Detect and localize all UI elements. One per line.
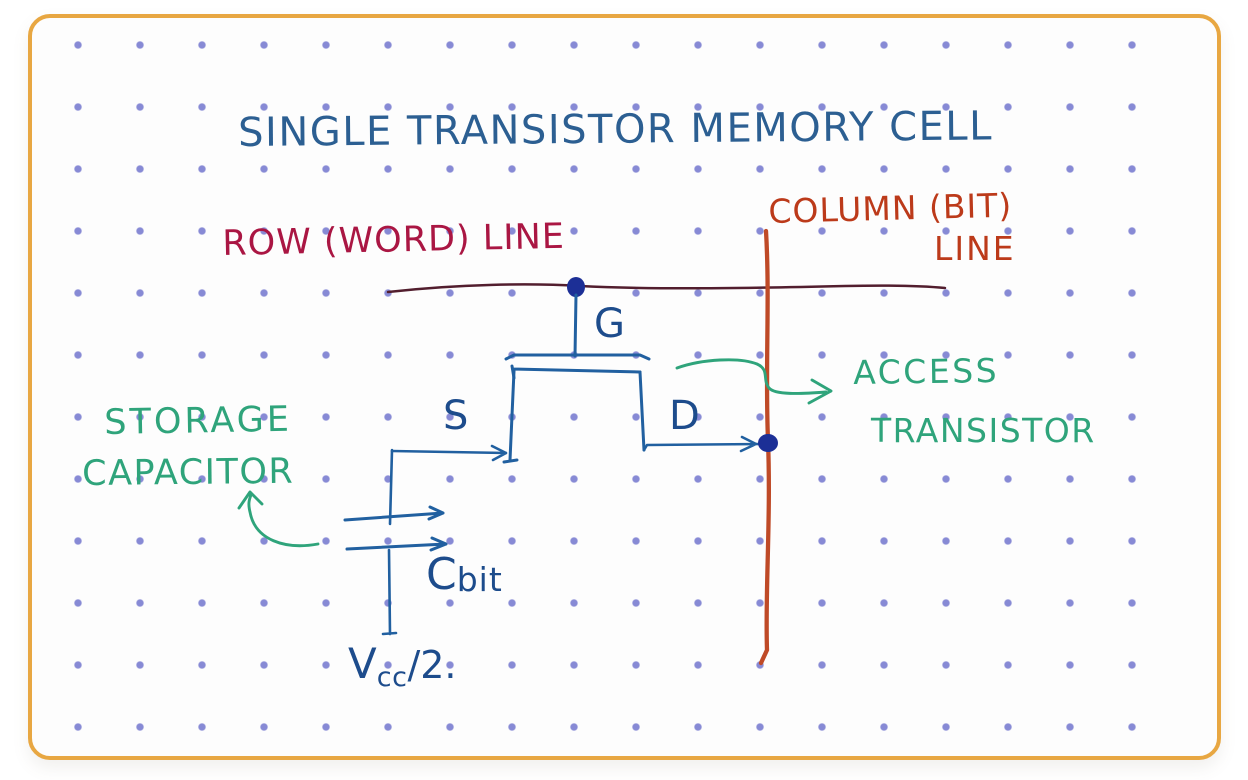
- source-terminal-label: S: [443, 393, 470, 439]
- storage-capacitor-label-line2: CAPACITOR: [81, 451, 295, 494]
- vcc-subscript: cc: [376, 662, 408, 693]
- diagram-title: SINGLE TRANSISTOR MEMORY CELL: [237, 103, 994, 156]
- storage-capacitor-label-line1: STORAGE: [103, 399, 293, 443]
- access-transistor-label-line1: ACCESS: [852, 350, 1000, 392]
- cbit-subscript: bit: [456, 560, 503, 599]
- access-transistor-label-line2: TRANSISTOR: [871, 411, 1096, 450]
- column-bit-line-label-bottom: LINE: [934, 229, 1016, 268]
- column-bit-line-label-top: COLUMN (BIT): [767, 185, 1013, 231]
- cbit-label: Cbit: [426, 551, 503, 599]
- vcc-symbol: V: [348, 639, 377, 688]
- drain-terminal-label: D: [669, 393, 702, 439]
- vcc-suffix: /2.: [407, 643, 457, 687]
- gate-terminal-label: G: [594, 301, 627, 347]
- cbit-symbol: C: [426, 549, 457, 600]
- row-word-line-label: ROW (WORD) LINE: [221, 216, 566, 264]
- sketch-card: [28, 14, 1221, 760]
- dot-grid-paper: [32, 18, 1184, 756]
- vcc-half-label: Vcc/2.: [348, 639, 457, 692]
